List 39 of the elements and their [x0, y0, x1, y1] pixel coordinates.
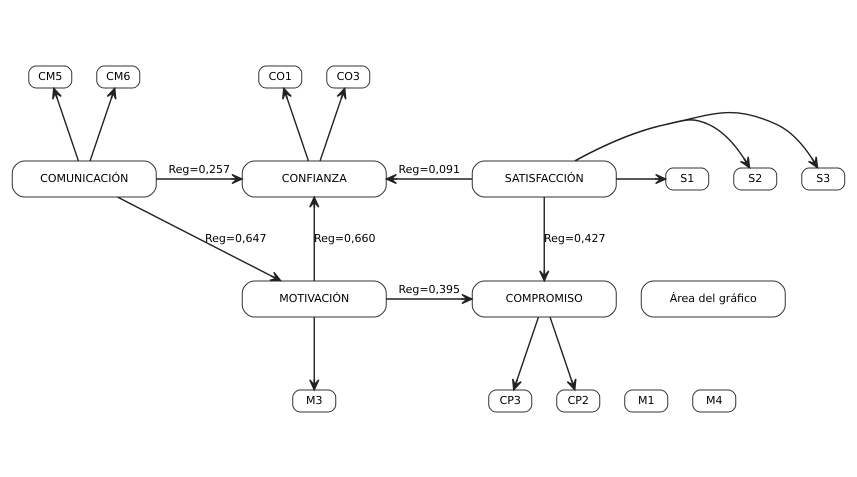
arrow — [616, 173, 666, 184]
edge-label: Reg=0,660 — [314, 231, 376, 244]
arrow — [117, 196, 282, 282]
node-box: CP3 — [488, 389, 532, 412]
arrow — [386, 293, 473, 304]
edge-label: Reg=0,091 — [398, 162, 460, 176]
arrow — [309, 316, 320, 390]
edge-label: Reg=0,395 — [398, 282, 460, 296]
arrow — [156, 173, 243, 184]
arrow — [550, 316, 577, 390]
node-box: CM6 — [96, 65, 140, 88]
arrow — [574, 111, 818, 168]
edge-label: Reg=0,257 — [168, 162, 230, 176]
node-box: M4 — [692, 389, 736, 412]
edge-label: Reg=0,427 — [544, 231, 606, 244]
node-box: MOTIVACIÓN — [242, 280, 387, 317]
node-box: CO1 — [258, 65, 302, 88]
node-box: CM5 — [28, 65, 72, 88]
node-box: CONFIANZA — [242, 160, 387, 197]
node-box: Área del gráfico — [640, 280, 786, 317]
arrow — [52, 87, 80, 161]
node-box: COMPROMISO — [472, 280, 617, 317]
arrow — [89, 87, 116, 161]
node-box: M1 — [624, 389, 668, 412]
edge-label: Reg=0,647 — [204, 231, 267, 244]
node-box: SATISFACCIÓN — [472, 160, 617, 197]
node-box: S1 — [665, 167, 710, 190]
arrow — [386, 173, 472, 184]
node-box: S3 — [801, 167, 846, 190]
arrow — [512, 316, 539, 390]
node-box: S2 — [733, 167, 778, 190]
arrow — [309, 196, 320, 280]
arrow — [539, 196, 550, 282]
node-box: CO3 — [326, 65, 370, 88]
node-box: COMUNICACIÓN — [12, 160, 157, 197]
arrow — [319, 87, 346, 161]
node-box: M3 — [292, 389, 336, 412]
arrow — [282, 87, 310, 161]
node-box: CP2 — [556, 389, 600, 412]
